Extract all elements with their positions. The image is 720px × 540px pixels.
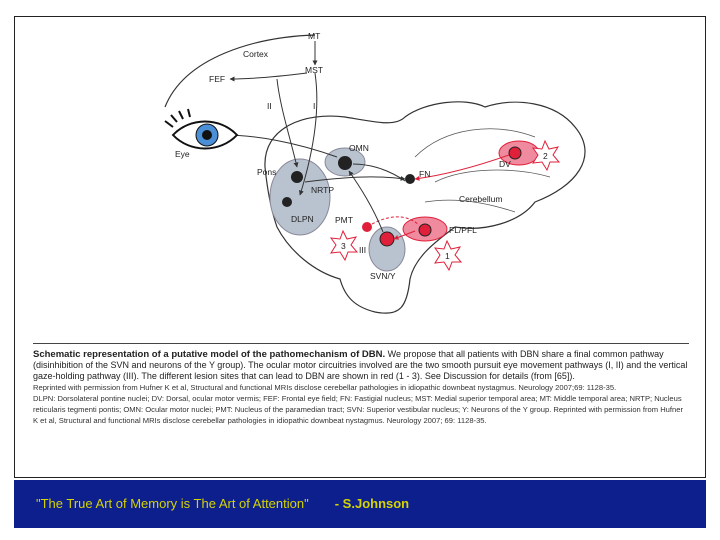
- label-pmt: PMT: [335, 215, 353, 225]
- omn-nucleus: [338, 156, 352, 170]
- cortex-outline: [165, 35, 315, 107]
- svn-nucleus: [380, 232, 394, 246]
- quote-text: "The True Art of Memory is The Art of At…: [36, 496, 309, 511]
- caption-divider: [33, 343, 689, 344]
- label-cortex: Cortex: [243, 49, 269, 59]
- nrtp-nucleus: [291, 171, 303, 183]
- label-mt: MT: [308, 31, 320, 41]
- quote-author: - S.Johnson: [335, 496, 409, 511]
- figure-caption: Schematic representation of a putative m…: [33, 349, 689, 426]
- label-path-ii: II: [267, 101, 272, 111]
- pmt-nucleus: [362, 222, 372, 232]
- label-cerebellum: Cerebellum: [459, 194, 502, 204]
- label-mst: MST: [305, 65, 323, 75]
- caption-reprint: Reprinted with permission from Hufner K …: [33, 382, 689, 393]
- pathomechanism-diagram: MT Cortex MST FEF II I Eye OMN NRTP Pons…: [15, 17, 705, 337]
- caption-abbreviations: DLPN: Dorsolateral pontine nuclei; DV: D…: [33, 393, 689, 426]
- flpfl-nucleus: [419, 224, 431, 236]
- label-eye: Eye: [175, 149, 190, 159]
- fn-nucleus: [405, 174, 415, 184]
- label-lesion-1: 1: [445, 251, 450, 261]
- dlpn-nucleus: [282, 197, 292, 207]
- eye-icon: [165, 109, 237, 149]
- label-svn-y: SVN/Y: [370, 271, 396, 281]
- label-lesion-3: 3: [341, 241, 346, 251]
- label-fef: FEF: [209, 74, 225, 84]
- dv-nucleus: [509, 147, 521, 159]
- label-dv: DV: [499, 159, 511, 169]
- label-path-i: I: [313, 101, 315, 111]
- omn-eye-path: [223, 135, 337, 157]
- label-pons: Pons: [257, 167, 276, 177]
- label-path-iii: III: [359, 245, 366, 255]
- label-dlpn: DLPN: [291, 214, 314, 224]
- quote-banner: "The True Art of Memory is The Art of At…: [14, 480, 706, 528]
- label-omn: OMN: [349, 143, 369, 153]
- figure-frame: MT Cortex MST FEF II I Eye OMN NRTP Pons…: [14, 16, 706, 478]
- label-lesion-2: 2: [543, 151, 548, 161]
- caption-title: Schematic representation of a putative m…: [33, 349, 385, 360]
- label-fn: FN: [419, 169, 430, 179]
- mst-fef-path: [230, 73, 307, 79]
- label-fl-pfl: FL/PFL: [449, 225, 477, 235]
- banner-text: "The True Art of Memory is The Art of At…: [36, 496, 409, 511]
- label-nrtp: NRTP: [311, 185, 334, 195]
